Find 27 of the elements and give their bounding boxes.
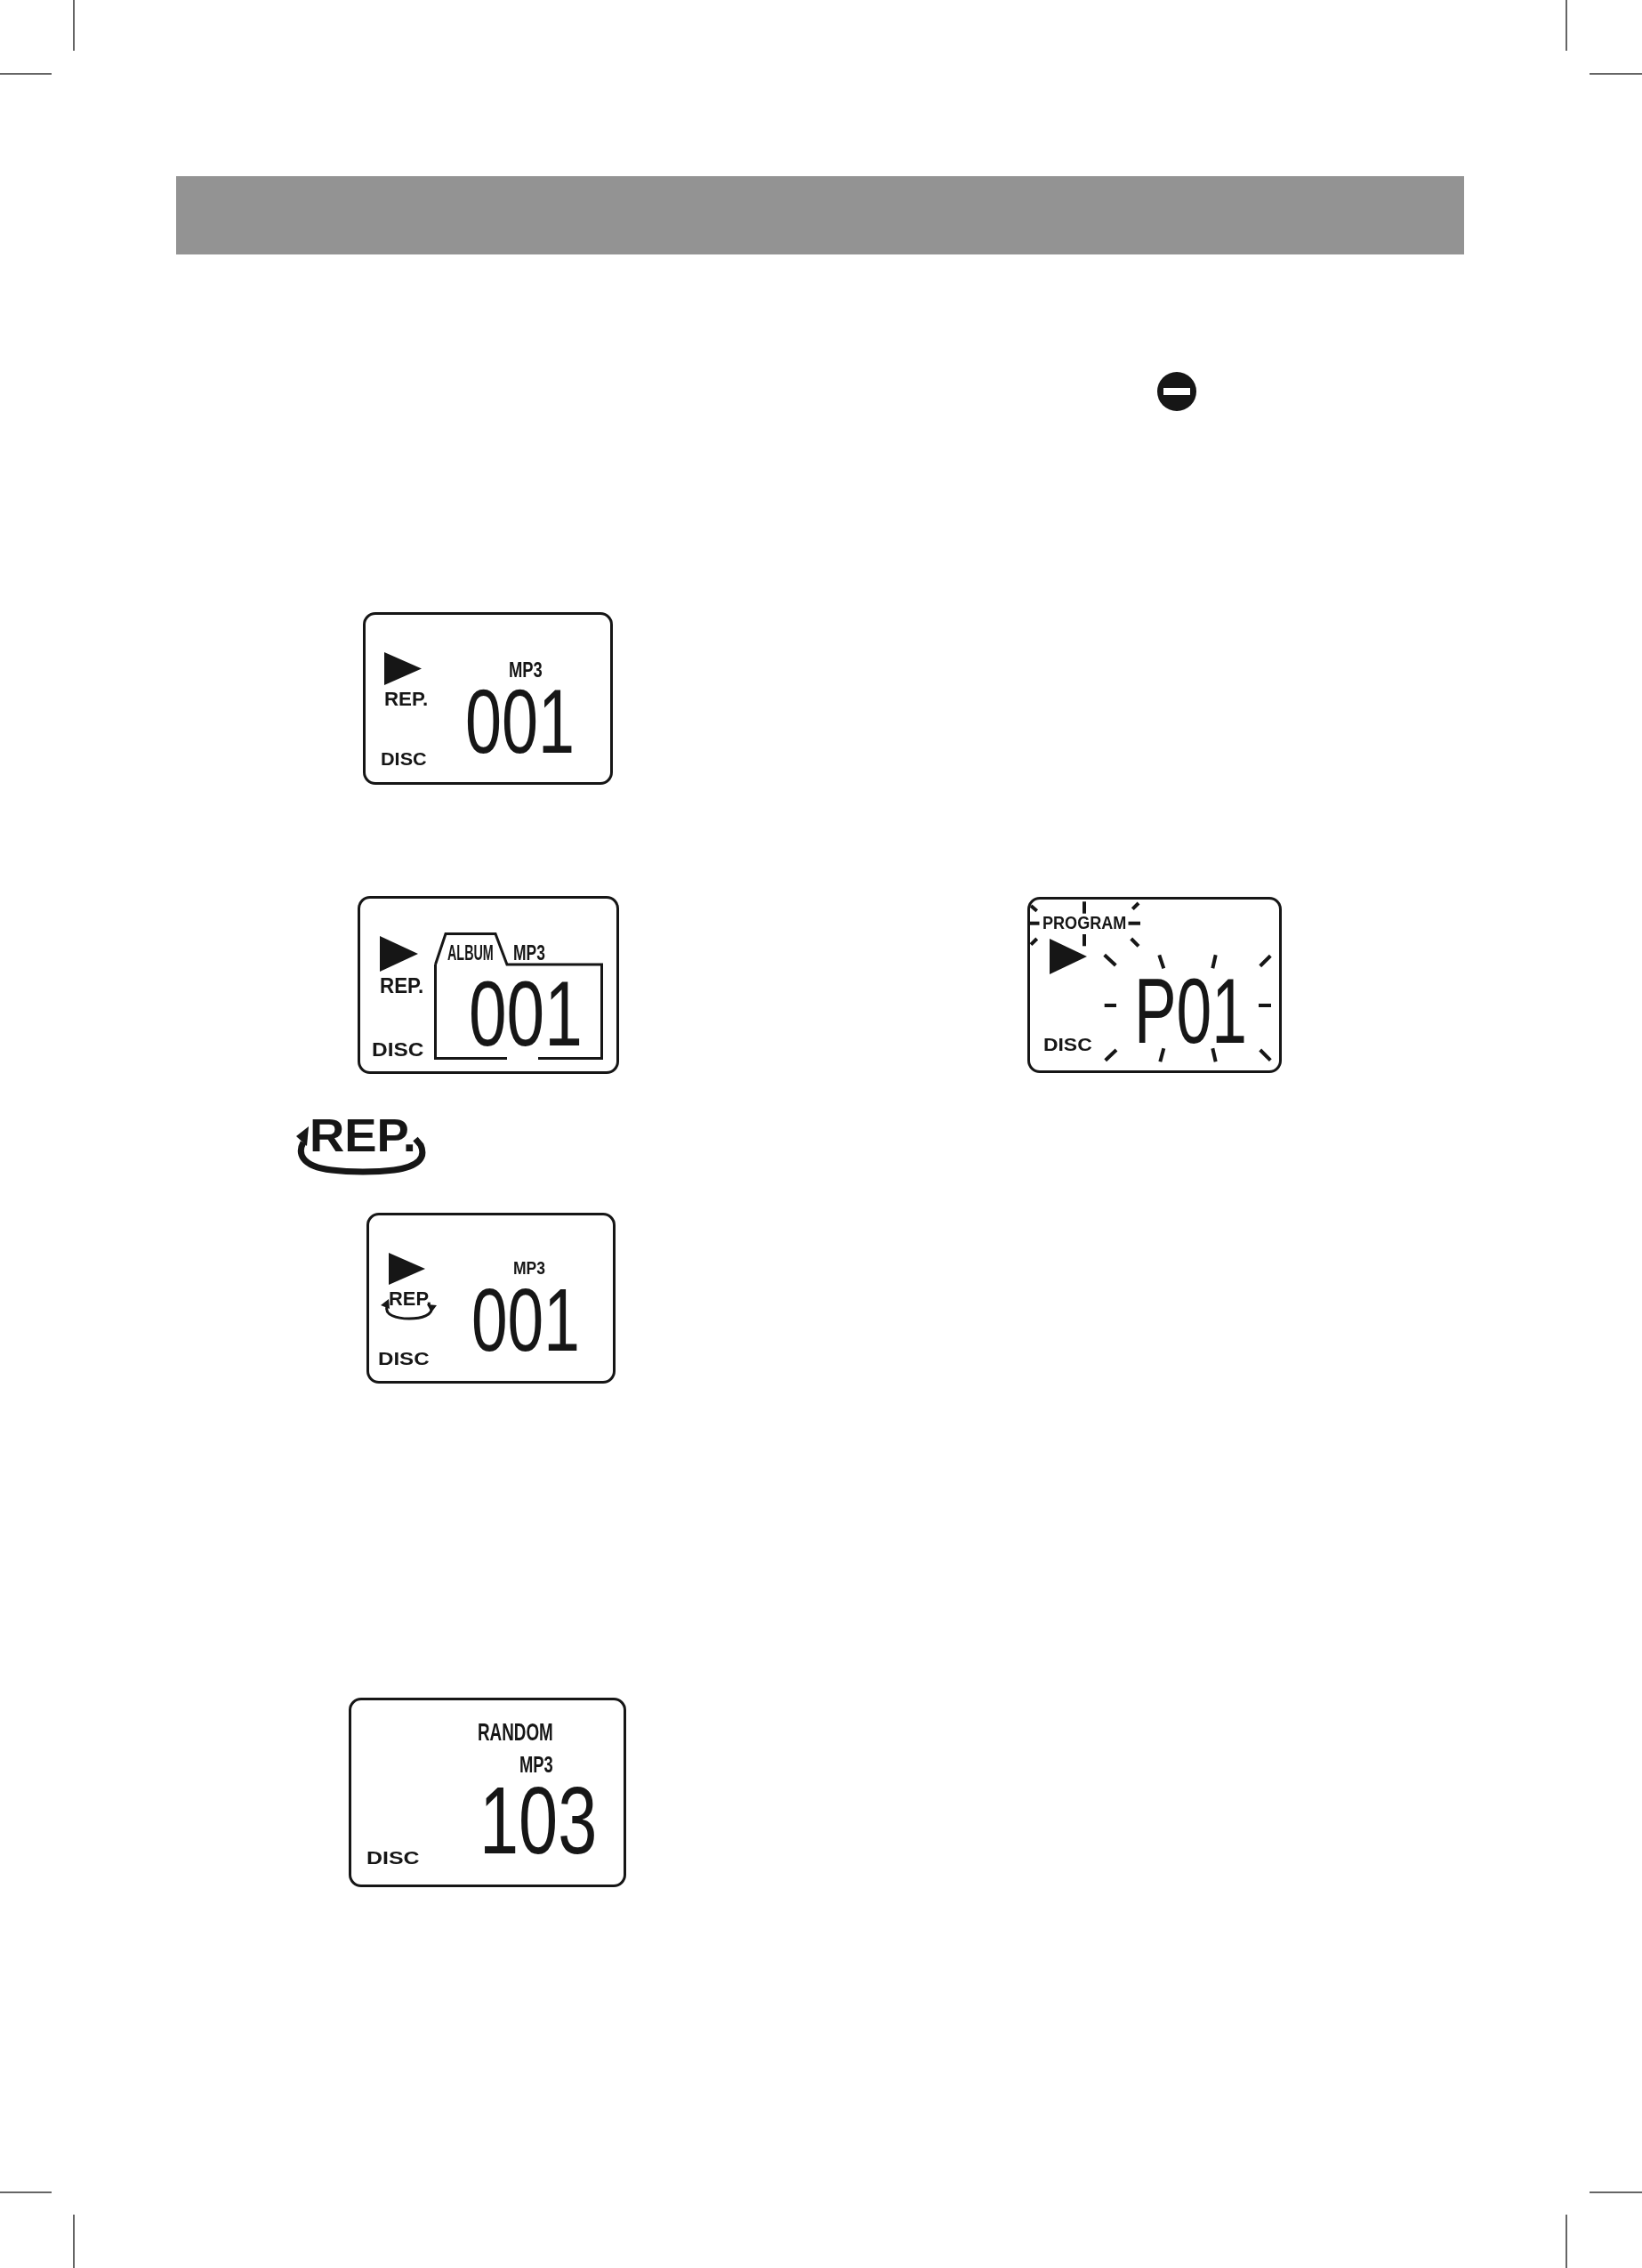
digit-readout: 001 <box>465 685 576 759</box>
digit-readout: 001 <box>469 975 583 1051</box>
digit-readout: P01 <box>1134 973 1247 1048</box>
display-label: DISC <box>366 1852 420 1867</box>
display-label: REP. <box>389 1291 432 1308</box>
display-label: PROGRAM <box>1042 916 1127 932</box>
display-label: RANDOM <box>478 1723 553 1743</box>
display-label: ALBUM <box>447 945 494 963</box>
display-label: REP. <box>384 691 429 708</box>
display-label: MP3 <box>519 1755 553 1774</box>
lcd-display <box>358 896 619 1074</box>
lcd-display <box>349 1698 626 1887</box>
display-label: DISC <box>381 753 427 768</box>
lcd-display <box>1027 897 1282 1073</box>
display-label: REP. <box>380 978 424 996</box>
lcd-display <box>363 612 613 785</box>
digit-readout: 103 <box>479 1781 598 1859</box>
display-label: DISC <box>1043 1038 1092 1053</box>
display-label: MP3 <box>513 945 545 963</box>
lcd-display <box>366 1213 616 1384</box>
display-label: MP3 <box>509 662 543 680</box>
digit-readout: 001 <box>471 1283 580 1356</box>
album-frame <box>434 932 603 1060</box>
display-label: DISC <box>372 1042 424 1059</box>
display-label: DISC <box>378 1352 430 1368</box>
mode-label: REP. <box>310 1118 416 1155</box>
display-label: MP3 <box>513 1261 546 1277</box>
